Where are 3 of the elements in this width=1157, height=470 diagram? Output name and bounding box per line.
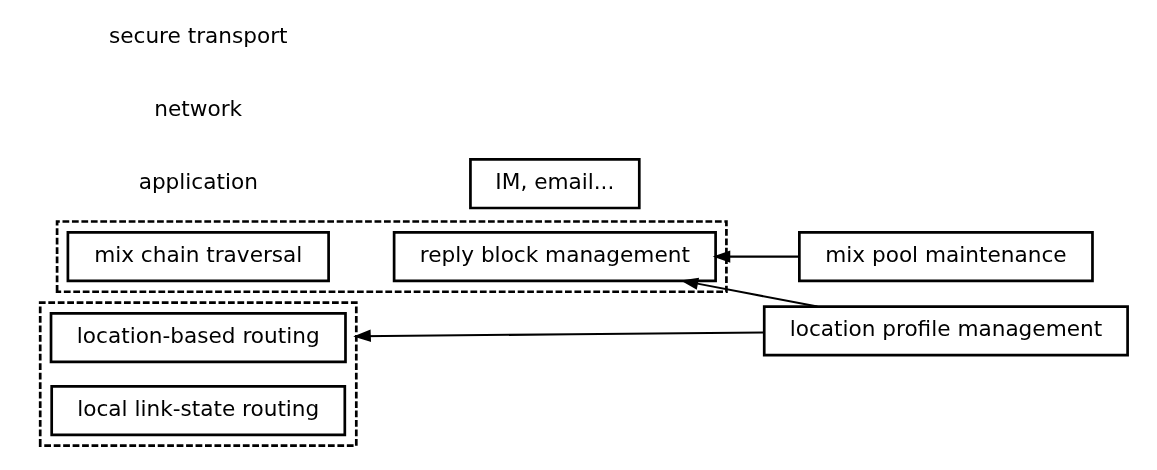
label: secure transport [108,22,288,48]
label: network [154,95,243,121]
label: application [138,168,258,194]
